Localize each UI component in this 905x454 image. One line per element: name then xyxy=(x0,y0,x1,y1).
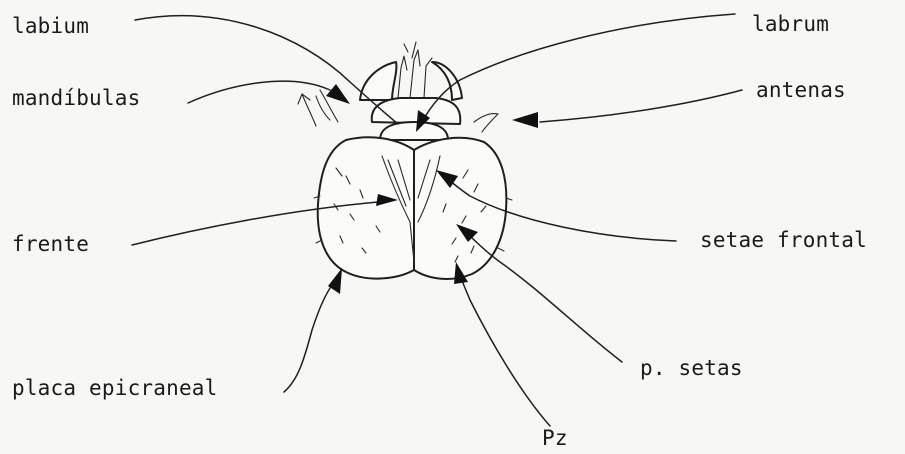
leader-mandibulas xyxy=(188,81,330,103)
small-left-arrow xyxy=(298,94,316,126)
antenna xyxy=(474,113,498,132)
label-labium: labium xyxy=(12,14,89,38)
label-antenas: antenas xyxy=(756,78,846,102)
leader-labium xyxy=(135,16,398,124)
label-frente: frente xyxy=(12,232,89,256)
epicranial-lobe-right xyxy=(414,138,506,279)
label-mandibulas: mandíbulas xyxy=(12,86,140,110)
label-labrum: labrum xyxy=(752,12,829,36)
arrow-mandibulas xyxy=(326,84,350,104)
clypeus xyxy=(372,98,461,124)
mandible-left xyxy=(360,62,396,100)
arrow-antenas xyxy=(512,112,538,128)
leader-antenas xyxy=(540,90,742,122)
labrum-plate xyxy=(380,122,448,140)
label-pz: Pz xyxy=(542,426,568,450)
insect-head xyxy=(314,42,512,279)
label-placa-epicraneal: placa epicraneal xyxy=(12,376,218,400)
leader-placa-epicraneal xyxy=(284,282,334,392)
label-setae-frontal: setae frontal xyxy=(700,228,867,252)
leader-labrum xyxy=(422,14,735,122)
mouthpart-tufts xyxy=(398,42,432,98)
arrow-placa xyxy=(328,268,342,294)
leader-pz xyxy=(460,274,550,426)
label-p-setas: p. setas xyxy=(640,356,743,380)
epicranial-lobe-left xyxy=(318,137,414,278)
